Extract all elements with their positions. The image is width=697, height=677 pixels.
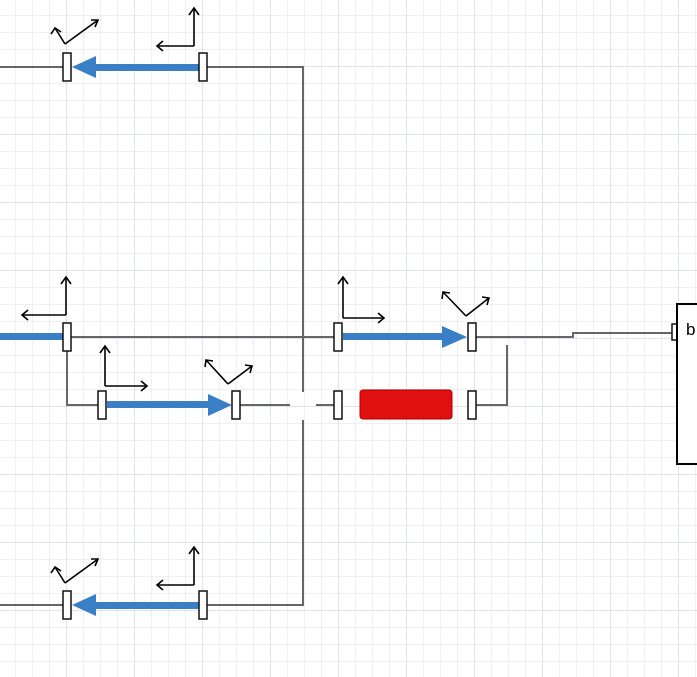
block-label: b <box>686 320 696 339</box>
red-cylinder-icon[interactable] <box>359 389 453 420</box>
connection-branch[interactable] <box>66 350 102 406</box>
blue-arrow-icon[interactable] <box>343 326 467 348</box>
frame-axes <box>20 6 491 591</box>
coordinate-frame-icon <box>155 6 200 52</box>
connection-lines <box>0 66 676 606</box>
frame-ports <box>62 52 679 620</box>
frame-port-icon[interactable] <box>97 390 107 420</box>
coordinate-frame-icon <box>50 19 100 45</box>
coordinate-frame-icon <box>441 291 491 317</box>
coordinate-frame-icon <box>204 359 254 385</box>
body-arrows <box>0 56 467 616</box>
coordinate-frame-icon <box>337 275 386 324</box>
coordinate-frame-icon <box>155 545 200 591</box>
frame-port-icon[interactable] <box>62 322 72 352</box>
coordinate-frame-icon <box>50 558 100 584</box>
frame-port-icon[interactable] <box>231 390 241 420</box>
frame-port-icon[interactable] <box>198 52 208 82</box>
blue-arrow-icon[interactable] <box>0 333 66 340</box>
coordinate-frame-icon <box>99 344 149 392</box>
blue-arrow-icon[interactable] <box>72 56 202 78</box>
frame-port-icon[interactable] <box>467 390 477 420</box>
connection-bottom-right[interactable] <box>203 420 304 606</box>
frame-port-icon[interactable] <box>467 322 477 352</box>
frame-port-icon[interactable] <box>62 52 72 82</box>
frame-port-icon[interactable] <box>198 590 208 620</box>
frame-port-icon[interactable] <box>333 322 343 352</box>
block-b[interactable] <box>676 303 697 465</box>
frame-port-icon[interactable] <box>333 390 343 420</box>
coordinate-frame-icon <box>20 275 72 321</box>
connection-to-block[interactable] <box>472 332 676 338</box>
blue-arrow-icon[interactable] <box>72 594 202 616</box>
frame-port-icon[interactable] <box>62 590 72 620</box>
connection-top-right[interactable] <box>203 66 304 392</box>
connection-loop[interactable] <box>472 345 508 406</box>
blue-arrow-icon[interactable] <box>107 394 232 416</box>
